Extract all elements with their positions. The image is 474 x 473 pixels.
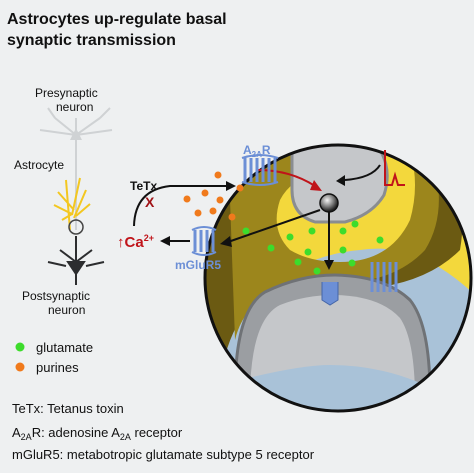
glutamate-arrow-left: [227, 209, 321, 243]
presynaptic-soma: [70, 128, 82, 140]
tetx-release-arrow-head: [226, 181, 236, 191]
glutamate-arrow-head: [220, 236, 232, 247]
astrocyte-label: Astrocyte: [14, 158, 64, 172]
tetx-label: TeTx: [130, 179, 157, 193]
abbrev-mglur5: mGluR5: metabotropic glutamate subtype 5…: [12, 447, 315, 462]
presynaptic-label-2: neuron: [56, 100, 93, 114]
legend-purines-label: purines: [36, 360, 79, 375]
legend-glutamate-swatch: [15, 342, 25, 352]
presynaptic-axon: [292, 60, 420, 145]
tetx-release-arrow: [133, 185, 228, 227]
postsynaptic-metabotropic-receptor: [370, 262, 398, 292]
presynaptic-label-1: Presynaptic: [35, 86, 98, 100]
postsynaptic-label-1: Postsynaptic: [22, 289, 90, 303]
release-arrow-down-head: [324, 260, 334, 270]
synapse-zoom-circle: [203, 60, 473, 413]
synaptic-vesicle: [319, 193, 339, 213]
a2a-receptor: A2AR: [241, 143, 279, 186]
action-potential-icon: [384, 150, 405, 186]
black-arrow-stimulus: [344, 164, 381, 181]
title-line-2: synaptic transmission: [7, 32, 176, 49]
calcium-label: ↑Ca2+: [117, 233, 154, 251]
astrocyte-icon: [53, 177, 91, 231]
zoom-region-indicator: [68, 219, 84, 235]
legend-glutamate-label: glutamate: [36, 340, 93, 355]
glutamate-dots: [242, 220, 384, 275]
presynaptic-stalk-outline: [298, 145, 377, 150]
cell-schematic: Presynaptic neuron Astrocyte Postsynapti…: [14, 86, 113, 317]
mglur5-label: mGluR5: [175, 258, 221, 272]
astrocyte-olive-band: [230, 145, 439, 340]
a2ar-label: A2AR: [243, 143, 271, 159]
abbrev-a2ar: A2AR: adenosine A2A receptor: [12, 425, 183, 442]
black-arrow-head: [336, 175, 345, 186]
red-arrow-head: [310, 180, 322, 191]
postsynaptic-label-2: neuron: [48, 303, 85, 317]
title-line-1: Astrocytes up-regulate basal: [7, 11, 227, 28]
mglur5-receptor: mGluR5: [175, 226, 221, 272]
purine-dots: [183, 171, 244, 221]
postsynaptic-ionotropic-receptor: [321, 282, 339, 306]
tetx-block-x: X: [145, 194, 155, 210]
circle-border: [203, 143, 473, 413]
calcium-arrow-head: [160, 236, 170, 246]
legend-purines-swatch: [15, 362, 25, 372]
abbreviations: TeTx: Tetanus toxin A2AR: adenosine A2A …: [12, 401, 315, 462]
postsynaptic-neuron-icon: [47, 236, 105, 285]
presynaptic-stalk: [300, 145, 375, 150]
legend: glutamate purines: [15, 340, 93, 375]
abbrev-tetx: TeTx: Tetanus toxin: [12, 401, 124, 416]
